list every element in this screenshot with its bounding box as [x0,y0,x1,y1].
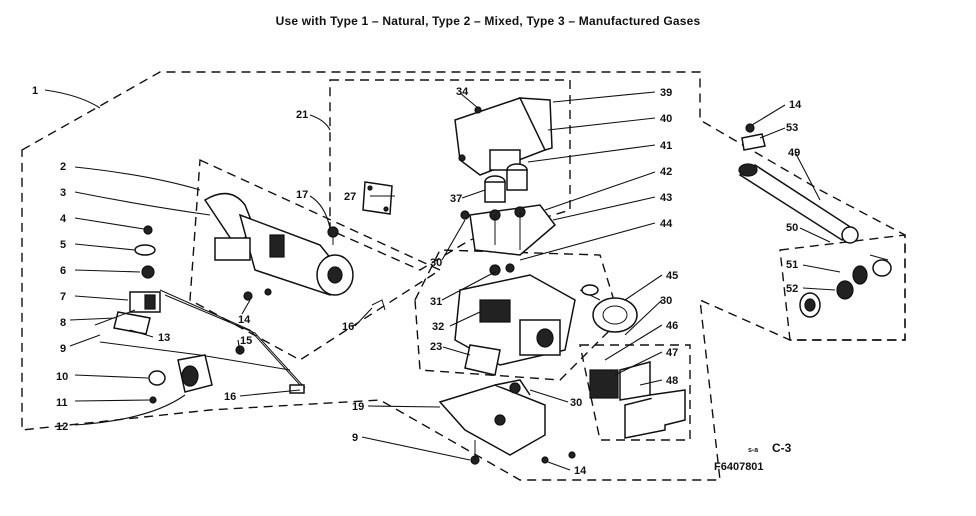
callout-11: 11 [56,397,68,409]
ref-code: C-3 [772,441,792,455]
diagram-title: Use with Type 1 – Natural, Type 2 – Mixe… [275,14,701,28]
callout-17: 17 [296,189,308,201]
callout-23: 23 [430,341,442,353]
callout-37: 37 [450,193,462,205]
callout-49: 49 [788,147,800,159]
callout-7: 7 [60,291,66,303]
callout-32: 32 [432,321,444,333]
callout-16-mid: 16 [342,321,354,333]
callout-14-left: 14 [238,314,251,326]
thermocouple-lead [159,289,306,394]
gasket-plate [362,181,393,215]
leader-lines [44,89,841,471]
callout-44: 44 [660,218,673,230]
thermocouple-coil [579,284,638,333]
gas-valve-body [454,263,576,376]
callout-numbers: 1 2 3 4 5 6 7 8 9 10 11 12 13 14 15 16 1… [32,85,802,477]
callout-16-lower: 16 [224,391,236,403]
callout-4: 4 [60,213,67,225]
callout-12: 12 [56,421,68,433]
callout-13: 13 [158,332,170,344]
callout-39: 39 [660,87,672,99]
thermocouple-parts [589,361,686,439]
callout-34: 34 [456,86,469,98]
callout-14-lower: 14 [574,465,587,477]
callout-19: 19 [352,401,364,413]
callout-52: 52 [786,283,798,295]
valve-knobs [484,163,528,203]
screws-group [243,226,386,311]
callout-3: 3 [60,187,66,199]
callout-21: 21 [296,109,308,121]
left-group-boundary [189,158,442,361]
callout-30-lower: 30 [570,397,582,409]
small-parts-left [94,225,291,404]
callout-45: 45 [666,270,678,282]
callout-6: 6 [60,265,66,277]
fittings-right [799,254,892,318]
callout-8: 8 [60,317,66,329]
callout-10: 10 [56,371,68,383]
valve-cover [454,97,553,176]
burner-tube-assembly [203,192,354,296]
fittings-boundary [779,234,906,341]
pilot-supply-tube [738,163,859,244]
callout-48: 48 [666,375,678,387]
callout-41: 41 [660,140,672,152]
callout-46: 46 [666,320,678,332]
callout-15: 15 [240,335,252,347]
valve-body-upper [460,204,557,256]
part-number: F6407801 [714,461,764,473]
callout-30-left: 30 [430,257,442,269]
callout-53: 53 [786,122,798,134]
callout-14-top: 14 [789,99,802,111]
callout-51: 51 [786,259,798,271]
callout-40: 40 [660,113,672,125]
callout-27: 27 [344,191,356,203]
callout-1: 1 [32,85,38,97]
callout-50: 50 [786,222,798,234]
callout-42: 42 [660,166,672,178]
callout-31: 31 [430,296,442,308]
callout-30-right: 30 [660,295,672,307]
callout-9-lower: 9 [352,432,358,444]
compression-fittings-top [741,123,766,151]
callout-47: 47 [666,347,678,359]
ref-prefix: s-a [748,447,758,454]
callout-9-left: 9 [60,343,66,355]
mounting-bracket [438,379,576,465]
callout-5: 5 [60,239,66,251]
callout-2: 2 [60,161,66,173]
callout-43: 43 [660,192,672,204]
